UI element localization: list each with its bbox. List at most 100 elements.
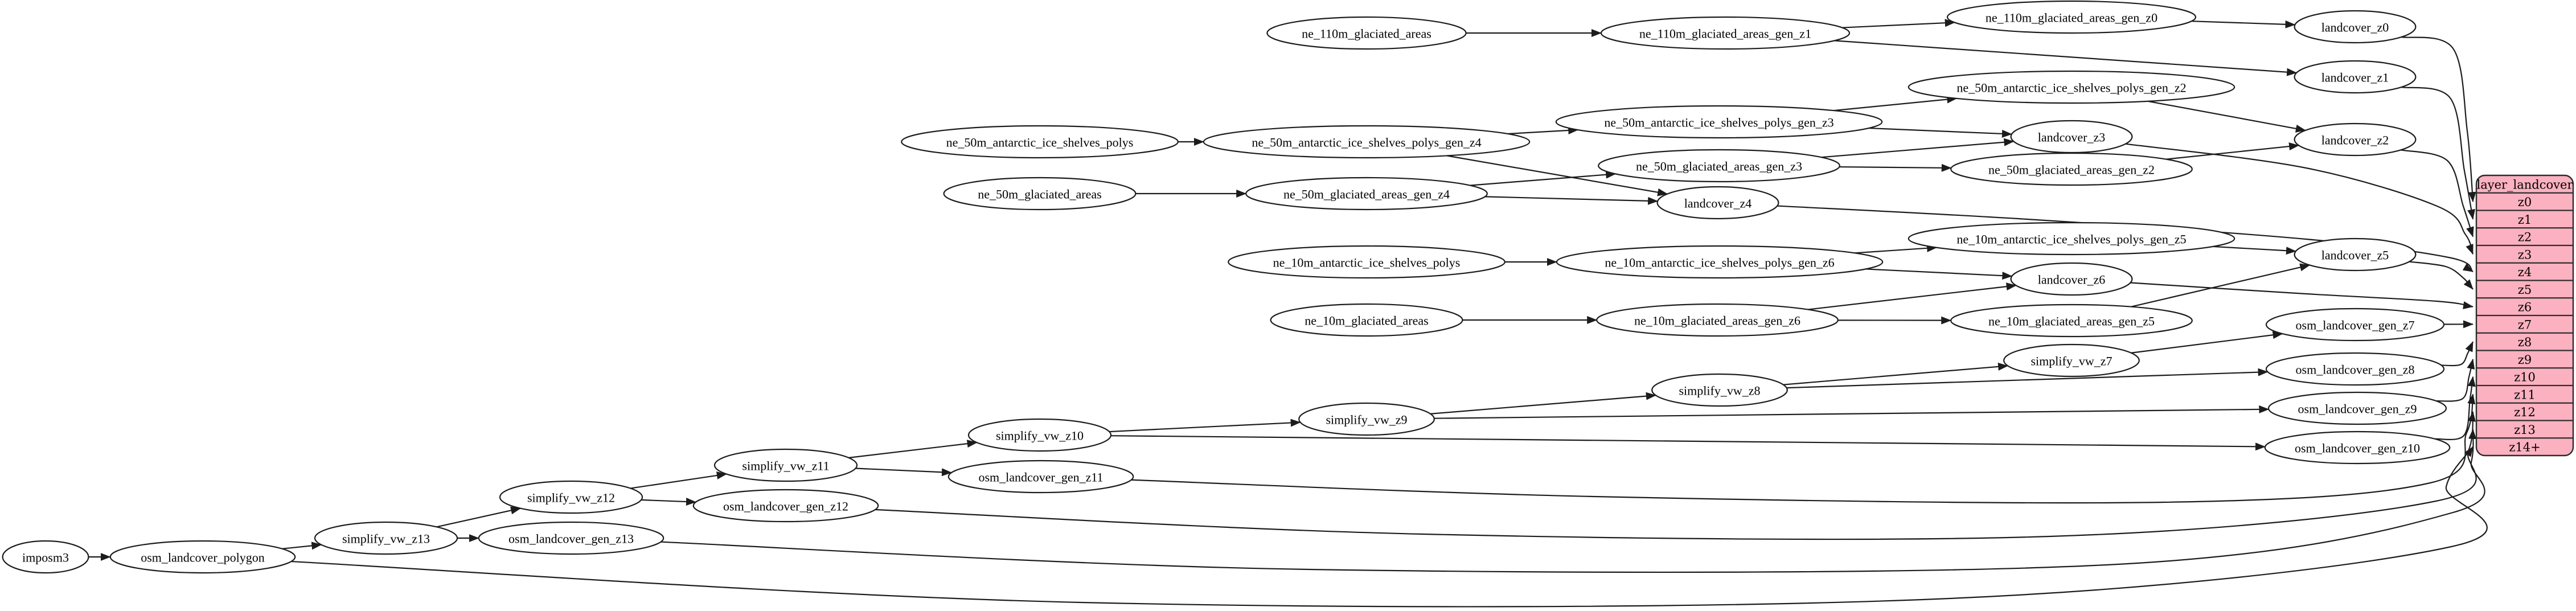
node-ellipse [478,521,664,555]
node-label: landcover_z0 [2321,20,2389,35]
graph-edge-ne_10m_glaciated_areas_gen_z6-to-landcover_z6 [1808,282,2017,310]
node-ellipse [947,460,1134,494]
table-title: layer_landcover [2476,178,2573,191]
table-row-z8: z8 [2518,335,2532,349]
graph-edge-simplify_vw_z10-to-osm_landcover_gen_z10 [1110,435,2266,451]
node-ellipse [1298,402,1435,436]
node-ellipse [2264,430,2451,465]
node-label: osm_landcover_gen_z12 [723,499,848,514]
node-ellipse [1266,16,1467,50]
edge-layer [88,19,2488,608]
node-label: landcover_z4 [1684,196,1752,211]
node-label: ne_50m_antarctic_ice_shelves_polys_gen_z… [1956,81,2186,95]
graph-node-landcover_z4: landcover_z4 [1656,186,1779,220]
node-ellipse [2294,122,2417,157]
node-ellipse [1270,303,1463,337]
graph-node-ne_110m_glaciated_areas_gen_z1: ne_110m_glaciated_areas_gen_z1 [1600,16,1851,50]
table-row-z3: z3 [2518,248,2532,261]
node-label: landcover_z5 [2321,248,2389,263]
graph-edge-osm_landcover_polygon-to-layer-landcover-z14+ [291,446,2488,608]
node-label: ne_50m_antarctic_ice_shelves_polys_gen_z… [1604,116,1833,130]
node-ellipse [692,489,879,523]
node-label: landcover_z3 [2038,130,2106,145]
node-label: landcover_z1 [2321,71,2389,85]
graph-edge-simplify_vw_z12-to-simplify_vw_z11 [630,471,727,489]
table-row-z5: z5 [2518,283,2532,297]
graph-edge-ne_50m_antarctic_ice_shelves_polys_gen_z3-to-ne_50m_antarctic_ice_shelves_polys_gen_z2 [1833,95,1958,112]
graph-node-ne_50m_glaciated_areas_gen_z2: ne_50m_glaciated_areas_gen_z2 [1950,152,2193,186]
graph-node-osm_landcover_gen_z13: osm_landcover_gen_z13 [478,521,664,555]
node-label: simplify_vw_z7 [2031,354,2113,368]
node-label: ne_50m_glaciated_areas [978,187,1101,202]
graph-node-osm_landcover_gen_z12: osm_landcover_gen_z12 [692,489,879,523]
table-row-z6: z6 [2518,301,2532,314]
graph-edge-ne_50m_glaciated_areas_gen_z4-to-landcover_z4 [1484,196,1659,205]
graph-node-ne_50m_antarctic_ice_shelves_polys: ne_50m_antarctic_ice_shelves_polys [901,125,1179,159]
node-label: ne_10m_glaciated_areas_gen_z5 [1988,314,2155,329]
graph-edge-ne_50m_glaciated_areas_gen_z3-to-landcover_z3 [1821,138,2015,158]
graph-node-osm_landcover_gen_z8: osm_landcover_gen_z8 [2265,352,2445,386]
graph-edge-ne_50m_glaciated_areas_gen_z4-to-ne_50m_glaciated_areas_gen_z3 [1470,170,1617,186]
table-row-z1: z1 [2518,213,2532,227]
node-ellipse [1600,16,1851,50]
graph-node-osm_landcover_gen_z9: osm_landcover_gen_z9 [2267,391,2447,425]
graph-edge-ne_50m_antarctic_ice_shelves_polys_gen_z4-to-landcover_z4 [1446,155,1668,196]
graph-edge-osm_landcover_gen_z12-to-layer-landcover-z12 [875,411,2477,540]
table-row-z9: z9 [2518,353,2532,367]
graph-node-landcover_z0: landcover_z0 [2294,10,2417,44]
node-label: osm_landcover_gen_z11 [978,470,1103,485]
node-ellipse [2267,391,2447,425]
graph-edge-landcover_z3-to-layer-landcover-z3 [2125,143,2474,255]
node-ellipse [901,125,1179,159]
graph-edge-simplify_vw_z7-to-osm_landcover_gen_z7 [2131,331,2283,354]
node-ellipse [1908,70,2235,104]
graph-node-simplify_vw_z7: simplify_vw_z7 [2003,343,2140,378]
node-label: simplify_vw_z11 [742,459,829,473]
graph-edge-landcover_z5-to-layer-landcover-z5 [2409,261,2474,290]
node-ellipse [1245,177,1488,211]
node-label: osm_landcover_gen_z8 [2296,363,2415,377]
layer-landcover-table: layer_landcoverz0z1z2z3z4z5z6z7z8z9z10z1… [2475,174,2574,457]
graph-node-ne_10m_glaciated_areas_gen_z5: ne_10m_glaciated_areas_gen_z5 [1950,304,2193,338]
graph-edge-simplify_vw_z8-to-simplify_vw_z7 [1783,362,2009,386]
node-ellipse [1598,149,1840,183]
node-label: ne_50m_antarctic_ice_shelves_polys [946,136,1134,150]
graph-node-ne_50m_antarctic_ice_shelves_polys_gen_z4: ne_50m_antarctic_ice_shelves_polys_gen_z… [1203,125,1531,159]
graph-edge-ne_50m_antarctic_ice_shelves_polys_gen_z2-to-landcover_z2 [2147,100,2306,133]
graph-node-landcover_z1: landcover_z1 [2294,60,2417,94]
graph-edge-osm_landcover_gen_z13-to-layer-landcover-z13 [661,428,2485,573]
table-row-z14+: z14+ [2509,441,2540,454]
node-label: simplify_vw_z12 [527,491,615,505]
graph-node-simplify_vw_z12: simplify_vw_z12 [499,480,643,514]
node-ellipse [1946,0,2197,34]
graph-node-ne_10m_antarctic_ice_shelves_polys: ne_10m_antarctic_ice_shelves_polys [1228,245,1506,279]
graph-edge-simplify_vw_z11-to-osm_landcover_gen_z11 [855,468,952,477]
node-label: simplify_vw_z9 [1326,413,1408,427]
graph-edge-simplify_vw_z9-to-osm_landcover_gen_z9 [1434,405,2270,419]
graph-node-ne_110m_glaciated_areas_gen_z0: ne_110m_glaciated_areas_gen_z0 [1946,0,2197,34]
table-row-z10: z10 [2514,371,2536,384]
graph-edge-simplify_vw_z12-to-osm_landcover_gen_z12 [641,498,696,506]
table-row-z0: z0 [2518,195,2532,209]
node-label: ne_110m_glaciated_areas [1302,27,1431,41]
node-label: ne_10m_antarctic_ice_shelves_polys_gen_z… [1605,256,1834,270]
graph-node-osm_landcover_polygon: osm_landcover_polygon [109,540,296,574]
node-label: landcover_z6 [2038,273,2106,287]
graph-node-ne_110m_glaciated_areas: ne_110m_glaciated_areas [1266,16,1467,50]
graph-edge-ne_110m_glaciated_areas_gen_z1-to-landcover_z1 [1834,40,2298,76]
node-ellipse [1556,245,1884,279]
node-label: ne_50m_glaciated_areas_gen_z2 [1988,163,2155,177]
graph-edge-simplify_vw_z8-to-osm_landcover_gen_z8 [1786,368,2269,389]
graph-edge-osm_landcover_gen_z11-to-layer-landcover-z11 [1131,393,2476,504]
graph-edge-landcover_z2-to-layer-landcover-z2 [2401,149,2474,237]
node-ellipse [943,177,1137,211]
node-label: ne_50m_antarctic_ice_shelves_polys_gen_z… [1252,136,1481,150]
node-label: landcover_z2 [2321,133,2389,147]
graph-edge-osm_landcover_gen_z8-to-layer-landcover-z8 [2441,341,2474,367]
graph-node-landcover_z2: landcover_z2 [2294,122,2417,157]
graph-node-simplify_vw_z11: simplify_vw_z11 [713,448,858,482]
graph-node-ne_50m_glaciated_areas_gen_z4: ne_50m_glaciated_areas_gen_z4 [1245,177,1488,211]
node-label: ne_10m_antarctic_ice_shelves_polys_gen_z… [1956,232,2186,247]
node-ellipse [1596,303,1839,337]
